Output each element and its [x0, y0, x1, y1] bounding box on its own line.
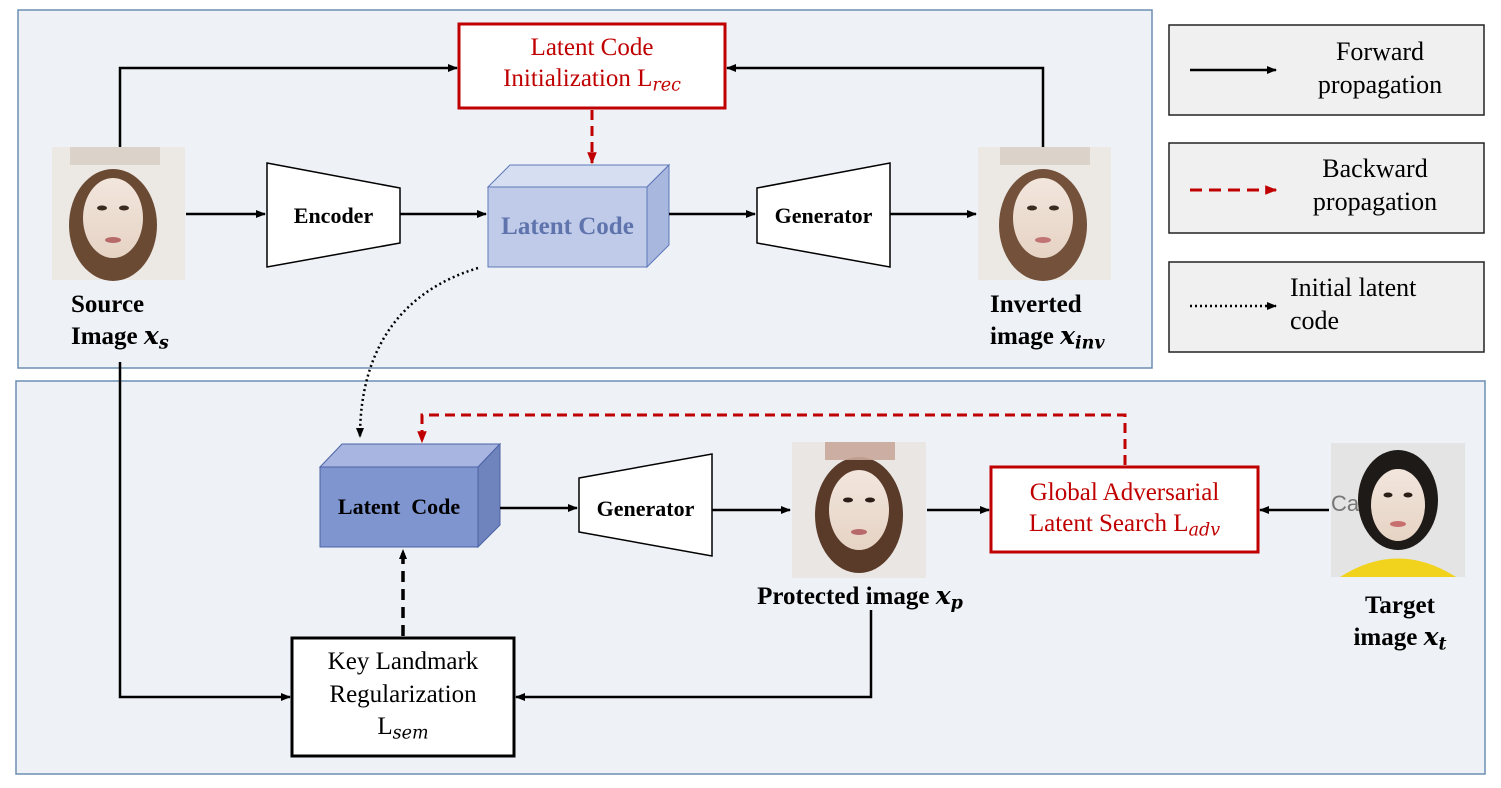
- target-line1: Target: [1365, 592, 1435, 619]
- source-to-landmark-arrow: [118, 362, 291, 701]
- source-line2: Image xs: [71, 321, 169, 354]
- target-image-label: Target image xt: [1330, 590, 1470, 657]
- landmark-line1: Key Landmark: [327, 648, 479, 675]
- source-image-label: Source Image xs: [44, 289, 221, 356]
- target-line2: image xt: [1353, 622, 1447, 655]
- generator-top-label: Generator: [774, 203, 873, 228]
- landmark-line2: Regularization: [329, 680, 477, 708]
- initial-latent-dotted-arrow: [356, 266, 479, 438]
- generator-bottom-label: Generator: [596, 496, 695, 521]
- legend-initial-label: Initial latent code: [1290, 272, 1470, 337]
- legend-forward-label: Forward propagation: [1290, 36, 1470, 101]
- inverted-image-label: Inverted image xinv: [990, 289, 1150, 356]
- bottom-panel: [15, 380, 1486, 775]
- adversarial-line2: Latent Search Ladv: [1028, 510, 1221, 541]
- protected-face-image: [792, 442, 926, 578]
- landmark-line3: Lsem: [377, 713, 429, 744]
- latent-code-bottom-label: Latent Code: [337, 494, 461, 519]
- target-background-text: Ca: [1331, 491, 1360, 516]
- adversarial-label: Global Adversarial Latent Search Ladv: [991, 477, 1258, 543]
- latent-code-top-label: Latent Code: [501, 213, 634, 240]
- encoder-label: Encoder: [293, 203, 374, 228]
- legend-backward-line1: Backward: [1322, 154, 1428, 183]
- target-face-image: [1331, 443, 1465, 577]
- protected-to-landmark-arrow: [515, 610, 873, 701]
- legend-initial-line2: code: [1290, 305, 1340, 335]
- latent-init-line2: Initialization Lrec: [503, 65, 681, 96]
- source-line1: Source: [71, 291, 145, 318]
- legend-forward-line1: Forward: [1335, 37, 1425, 66]
- latent-init-box: [457, 22, 727, 110]
- legend-initial-line1: Initial latent: [1290, 273, 1417, 302]
- protected-image-label: Protected image xp: [757, 581, 963, 614]
- generator-shape-top: [756, 162, 891, 268]
- landmark-label: Key Landmark Regularization Lsem: [292, 646, 514, 745]
- legend-backward-box: [1168, 142, 1485, 234]
- adversarial-box: [989, 465, 1260, 554]
- landmark-box: [290, 636, 516, 758]
- generator-shape-bottom: [578, 453, 713, 557]
- inverted-face-image: [978, 147, 1111, 281]
- latent-cube-top: [486, 163, 671, 269]
- legend-forward-line2: propagation: [1317, 69, 1443, 99]
- source-to-init-arrow: [118, 64, 458, 147]
- encoder-shape: [266, 162, 401, 268]
- latent-cube-bottom: [318, 442, 502, 549]
- adversarial-to-latent-backward-arrow: [417, 413, 1127, 465]
- latent-init-line1: Latent Code: [530, 34, 654, 61]
- source-face-image: [52, 147, 185, 281]
- adversarial-line1: Global Adversarial: [1029, 479, 1220, 506]
- legend-backward-line2: propagation: [1312, 186, 1438, 216]
- legend-backward-label: Backward propagation: [1285, 153, 1465, 218]
- latent-init-label: Latent Code Initialization Lrec: [459, 32, 725, 98]
- inverted-line2: image xinv: [990, 321, 1105, 354]
- inverted-line1: Inverted: [990, 291, 1082, 318]
- inverted-to-init-arrow: [726, 64, 1045, 147]
